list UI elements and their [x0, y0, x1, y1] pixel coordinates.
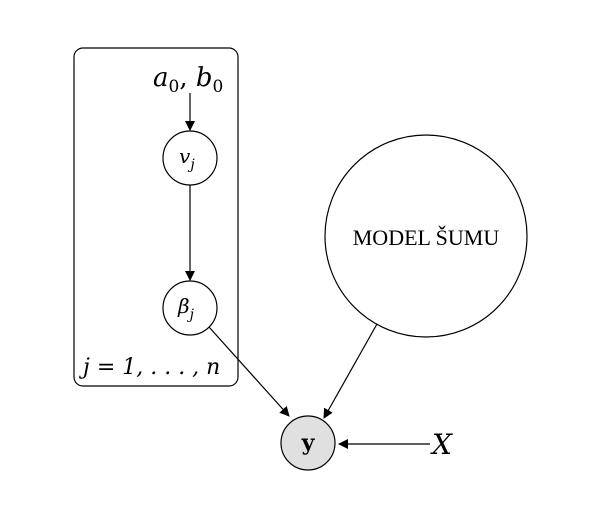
node-y — [280, 415, 336, 471]
node-noise-model — [324, 134, 528, 338]
hyper-b-sub: 0 — [213, 77, 224, 97]
plate-label: j = 1, . . . , n — [78, 355, 220, 380]
node-v-label: vj — [179, 144, 195, 173]
hyperparameter-label: a0, b0 — [153, 63, 223, 97]
noise-model-label: MODEL ŠUMU — [353, 225, 500, 250]
edge-beta-to-y — [208, 326, 290, 417]
node-y-label: y — [301, 430, 316, 456]
plate — [73, 47, 239, 387]
edge-noise-to-y — [323, 323, 378, 419]
node-beta — [162, 280, 218, 336]
x-label: X — [430, 428, 453, 461]
hyper-a-sub: 0 — [169, 77, 180, 97]
hyper-b: b — [196, 63, 213, 93]
hyper-a: a — [153, 63, 169, 93]
node-beta-label: βj — [177, 294, 195, 323]
